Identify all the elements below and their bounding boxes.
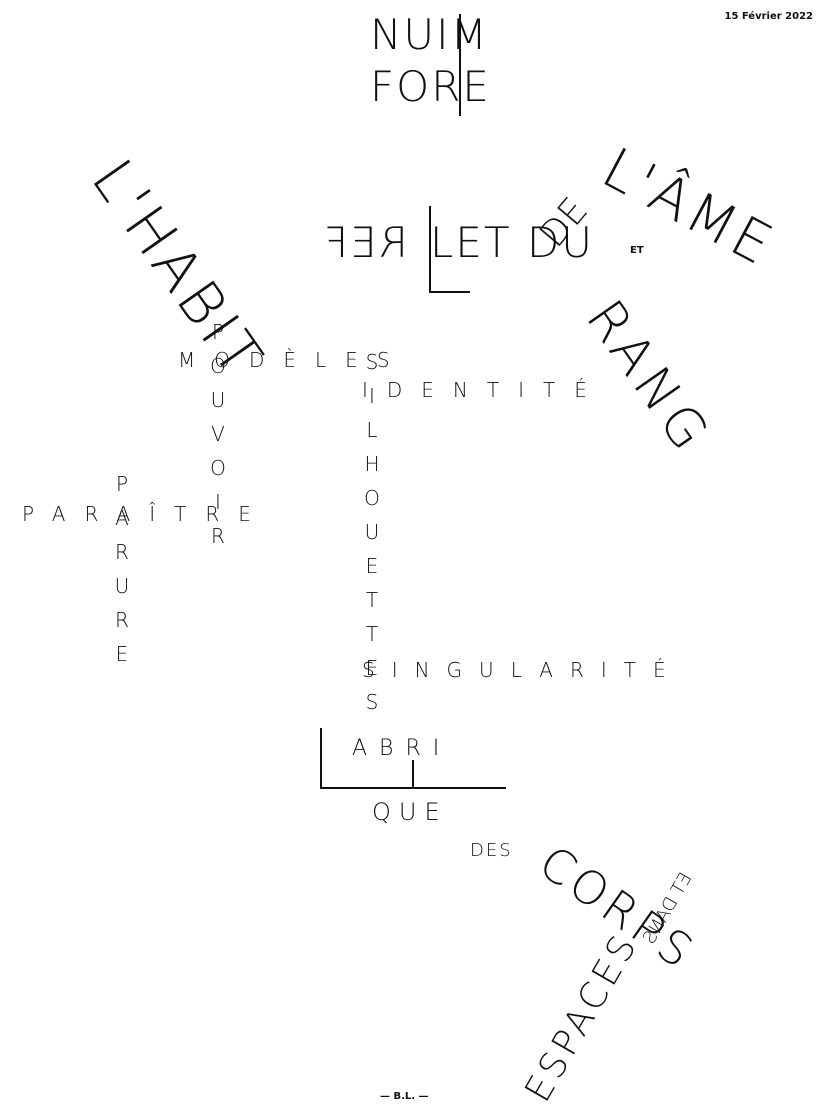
abri-base-rule (320, 787, 506, 789)
que-word: QUE (372, 798, 448, 826)
ame-word: L'ÂME (591, 135, 785, 280)
abri-word: ABRI (352, 736, 452, 761)
signature-label: — B.L. — (380, 1091, 429, 1102)
title-line-1: NUIM (370, 10, 489, 59)
silhouettes-text: SILHOUETTES (360, 350, 384, 724)
identite-word: IDENTITÉ (362, 378, 606, 402)
silhouettes-word: SILHOUETTES (360, 350, 384, 724)
abri-left-rule (320, 728, 322, 788)
espaces-word: ESPACES (517, 925, 647, 1109)
parure-text: PARURE (110, 472, 134, 676)
singularite-word: SINGULARITÉ (362, 658, 683, 682)
pouvoir-text: POUVOIR (206, 320, 230, 558)
modeles-word: MODÈLES (178, 348, 409, 372)
et-small: ET (630, 245, 644, 256)
des-word: DES (470, 840, 513, 861)
abri-center-tick (412, 760, 414, 788)
title-line-2: FORE (370, 62, 491, 111)
pouvoir-word: POUVOIR (206, 320, 230, 558)
paraitre-word: PARAÎTRE (22, 502, 270, 526)
parure-word: PARURE (110, 472, 134, 676)
reflet-reversed: REF (322, 218, 408, 267)
date-label: 15 Février 2022 (724, 11, 813, 22)
